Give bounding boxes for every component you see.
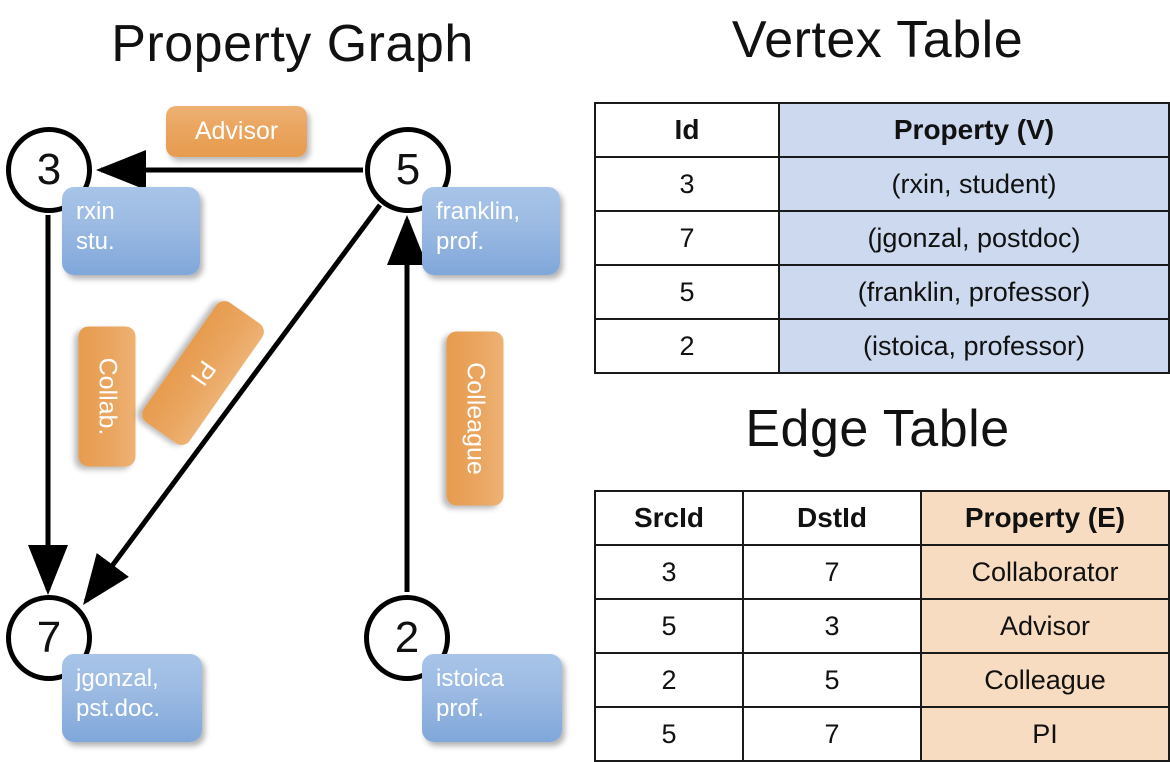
vertex-property-box-7: jgonzal, pst.doc. — [62, 654, 202, 742]
edge-table-header-srcid: SrcId — [594, 490, 744, 546]
vertex-cell-property: (rxin, student) — [778, 156, 1170, 212]
vertex-cell-id: 7 — [594, 210, 780, 266]
vertex-cell-id: 3 — [594, 156, 780, 212]
edge-cell-property: PI — [920, 706, 1170, 762]
vertex-cell-property: (jgonzal, postdoc) — [778, 210, 1170, 266]
graph-edges-svg — [28, 150, 427, 606]
table-row[interactable]: 3 7 Collaborator — [594, 544, 1170, 600]
edge-label-box-advisor: Advisor — [166, 106, 307, 157]
vertex-node-3-label: 3 — [36, 145, 62, 194]
vertex-table-header-property: Property (V) — [778, 102, 1170, 158]
vertex-cell-property: (franklin, professor) — [778, 264, 1170, 320]
table-row[interactable]: 2 5 Colleague — [594, 652, 1170, 708]
edge-cell-property: Colleague — [920, 652, 1170, 708]
edge-table-header-row: SrcId DstId Property (E) — [594, 490, 1170, 546]
vertex-node-2-label: 2 — [394, 613, 420, 662]
vertex-node-5[interactable]: 5 — [365, 127, 451, 213]
edge-cell-srcid: 5 — [594, 706, 744, 762]
edge-label-box-collab: Collab. — [78, 326, 136, 467]
vertex-property-box-2: istoica prof. — [422, 654, 562, 742]
edge-cell-srcid: 5 — [594, 598, 744, 654]
edge-5-to-7-pi — [83, 203, 383, 606]
edge-cell-dstid: 5 — [742, 652, 922, 708]
table-row[interactable]: 5 7 PI — [594, 706, 1170, 762]
vertex-property-box-3: rxin stu. — [62, 187, 200, 275]
page-title-property-graph: Property Graph — [111, 15, 474, 73]
vertex-cell-property: (istoica, professor) — [778, 318, 1170, 374]
edge-table-header-property: Property (E) — [920, 490, 1170, 546]
table-row[interactable]: 2 (istoica, professor) — [594, 318, 1170, 374]
vertex-node-7-label: 7 — [36, 613, 62, 662]
edge-table: SrcId DstId Property (E) 3 7 Collaborato… — [594, 490, 1170, 762]
vertex-property-box-5: franklin, prof. — [422, 187, 560, 275]
page-title-vertex-table: Vertex Table — [731, 11, 1024, 69]
page-title-edge-table: Edge Table — [745, 400, 1010, 458]
edge-table-header-dstid: DstId — [742, 490, 922, 546]
edge-cell-srcid: 3 — [594, 544, 744, 600]
edge-cell-srcid: 2 — [594, 652, 744, 708]
vertex-node-2[interactable]: 2 — [364, 595, 450, 681]
vertex-table-header-id: Id — [594, 102, 780, 158]
edge-label-box-colleague: Colleague — [446, 331, 504, 506]
edge-cell-dstid: 7 — [742, 706, 922, 762]
vertex-cell-id: 5 — [594, 264, 780, 320]
table-row[interactable]: 5 (franklin, professor) — [594, 264, 1170, 320]
table-row[interactable]: 5 3 Advisor — [594, 598, 1170, 654]
vertex-cell-id: 2 — [594, 318, 780, 374]
vertex-node-5-label: 5 — [395, 145, 421, 194]
vertex-table: Id Property (V) 3 (rxin, student) 7 (jgo… — [594, 102, 1170, 374]
edge-cell-property: Advisor — [920, 598, 1170, 654]
edge-cell-dstid: 3 — [742, 598, 922, 654]
table-row[interactable]: 7 (jgonzal, postdoc) — [594, 210, 1170, 266]
vertex-table-header-row: Id Property (V) — [594, 102, 1170, 158]
edge-cell-property: Collaborator — [920, 544, 1170, 600]
edge-cell-dstid: 7 — [742, 544, 922, 600]
table-row[interactable]: 3 (rxin, student) — [594, 156, 1170, 212]
property-graph-diagram: 3 5 7 2 rxin stu. franklin, prof. jgonza… — [0, 0, 585, 760]
